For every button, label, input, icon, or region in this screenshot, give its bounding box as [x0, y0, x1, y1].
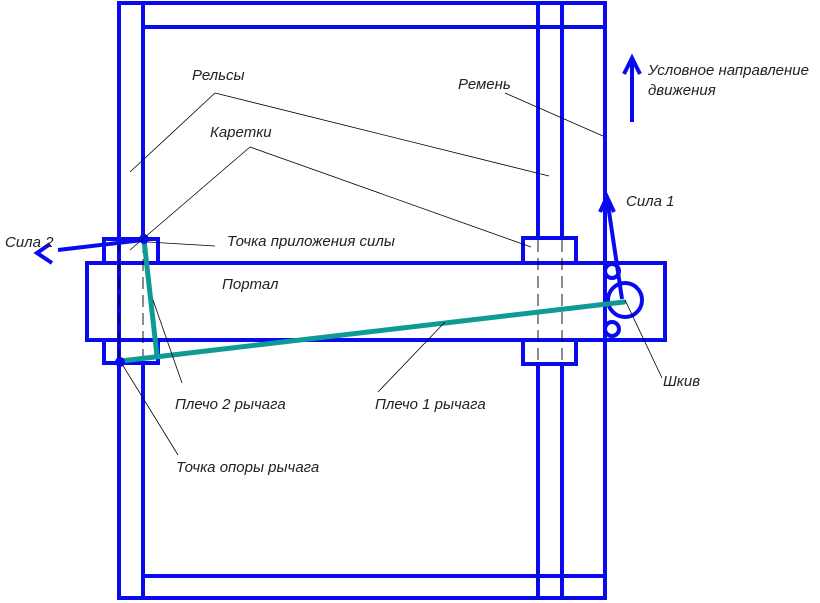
- portal: [85, 261, 667, 342]
- label-force2: Сила 2: [5, 234, 54, 251]
- label-carriages: Каретки: [210, 124, 272, 141]
- label-lever-arm2: Плечо 2 рычага: [175, 396, 286, 413]
- leader-line: [152, 299, 183, 384]
- leader-line: [129, 92, 216, 173]
- label-fulcrum: Точка опоры рычага: [176, 459, 319, 476]
- lever-arm-2: [141, 237, 160, 359]
- leader-line: [624, 299, 663, 379]
- leader-line: [377, 321, 446, 393]
- force2-arrowhead: [33, 242, 54, 265]
- idler-roller-bottom: [603, 320, 621, 338]
- label-force1: Сила 1: [626, 193, 675, 210]
- leader-line: [249, 146, 532, 248]
- outer-frame: [117, 1, 607, 600]
- label-belt: Ремень: [458, 76, 511, 93]
- label-force-point: Точка приложения силы: [227, 233, 395, 250]
- leader-line: [121, 363, 179, 456]
- leader-line: [214, 92, 550, 177]
- force2-arrow: [57, 238, 144, 252]
- label-direction-1: Условное направление: [647, 62, 809, 79]
- right-carriage-top: [521, 236, 578, 265]
- label-lever-arm1: Плечо 1 рычага: [375, 396, 486, 413]
- label-direction-2: движения: [648, 82, 716, 99]
- leader-line: [129, 146, 251, 251]
- lever-arm-1: [118, 299, 627, 364]
- right-carriage-bottom: [521, 338, 578, 366]
- force1-arrow: [605, 197, 624, 300]
- label-rails: Рельсы: [192, 67, 245, 84]
- pulley: [606, 281, 644, 319]
- leader-line: [147, 241, 216, 247]
- force1-arrowhead: [598, 192, 616, 213]
- left-carriage-top: [102, 237, 160, 265]
- direction-arrowhead: [622, 53, 642, 75]
- label-pulley: Шкив: [663, 373, 700, 390]
- fulcrum-point: [115, 357, 125, 367]
- leader-line: [504, 92, 604, 137]
- label-portal: Портал: [222, 276, 279, 293]
